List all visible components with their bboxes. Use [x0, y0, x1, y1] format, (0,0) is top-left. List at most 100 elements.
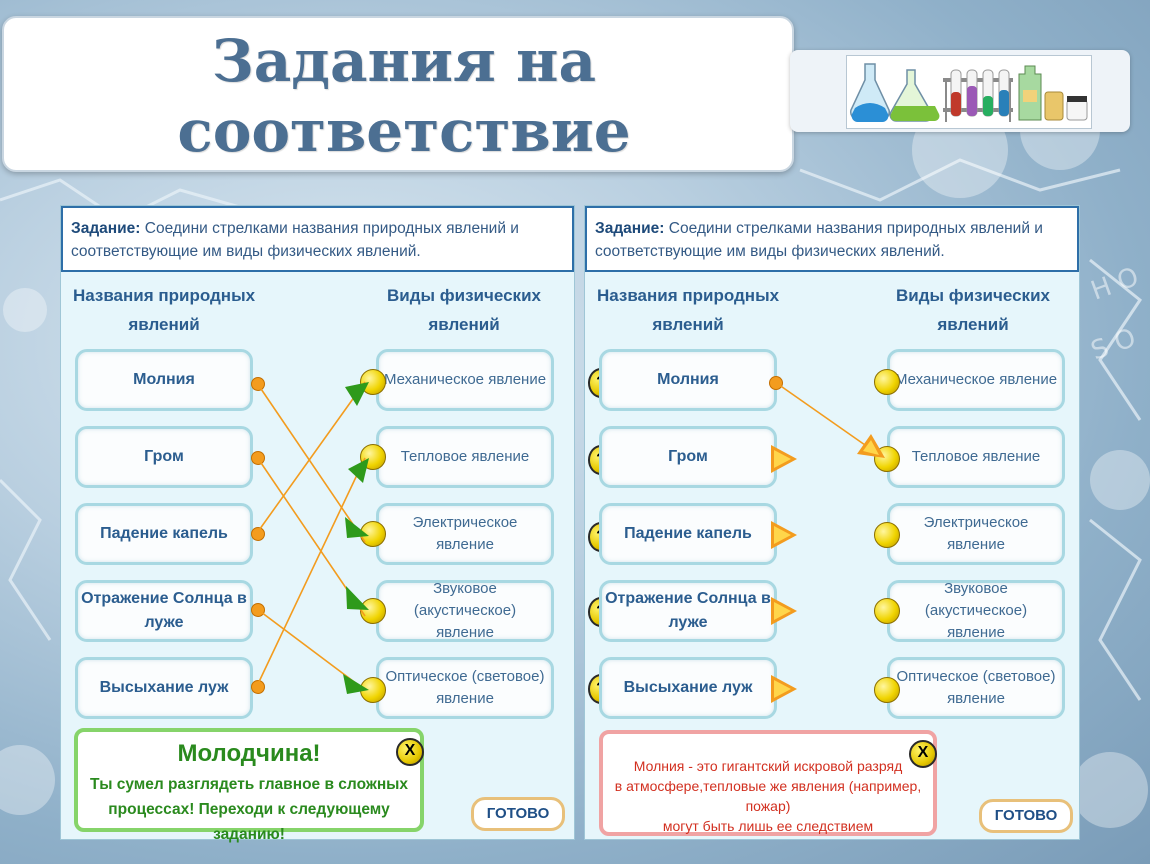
column-header-types: Виды физических явлений [364, 281, 564, 339]
svg-text:H O: H O [1087, 262, 1143, 307]
arrowhead-green [345, 382, 369, 406]
item-lightning[interactable]: Молния [599, 349, 777, 411]
target-ball[interactable] [360, 598, 386, 624]
type-label: Механическое явление [894, 371, 1058, 388]
connection-line [256, 381, 366, 534]
type-label: Звуковое (акустическое) явление [413, 580, 517, 641]
target-ball[interactable] [874, 677, 900, 703]
column-header-names-line2: явлений [128, 315, 200, 334]
connector-dot[interactable] [251, 527, 265, 541]
target-ball[interactable] [874, 446, 900, 472]
close-button[interactable]: X [396, 738, 424, 766]
column-header-types-line2: явлений [937, 315, 1009, 334]
type-label: Тепловое явление [400, 448, 530, 465]
type-electrical[interactable]: Электрическое явление [376, 503, 554, 565]
done-button[interactable]: ГОТОВО [471, 797, 565, 831]
page-title-line2: соответствие [177, 97, 631, 165]
type-mechanical[interactable]: Механическое явление [376, 349, 554, 411]
type-label: Электрическое явление [412, 514, 518, 553]
feedback-message-line1: Молния - это гигантский искровой разряд [633, 758, 903, 774]
arrowhead-green [345, 517, 369, 538]
feedback-message: Молния - это гигантский искровой разряд … [603, 734, 933, 836]
item-falling-drops[interactable]: Падение капель [75, 503, 253, 565]
lab-glassware-icon [849, 63, 1088, 123]
task-text: Соедини стрелками названия природных явл… [71, 220, 519, 260]
column-header-names-line1: Названия природных [596, 286, 780, 305]
item-label: Высыхание луж [623, 679, 753, 696]
page-title: Задания на соответствие [144, 26, 664, 166]
column-header-types: Виды физических явлений [873, 281, 1073, 339]
column-header-names-line2: явлений [652, 315, 724, 334]
arrowhead-orange-inner [863, 440, 879, 455]
type-label: Оптическое (световое) явление [385, 668, 545, 707]
connector-dot[interactable] [251, 680, 265, 694]
type-thermal[interactable]: Тепловое явление [887, 426, 1065, 488]
target-ball[interactable] [874, 598, 900, 624]
item-drying-puddles[interactable]: Высыхание луж [75, 657, 253, 719]
type-mechanical[interactable]: Механическое явление [887, 349, 1065, 411]
type-label: Оптическое (световое) явление [896, 668, 1056, 707]
type-electrical[interactable]: Электрическое явление [887, 503, 1065, 565]
right-exercise-panel: Задание: Соедини стрелками названия прир… [584, 205, 1080, 840]
connection-line [256, 382, 366, 543]
type-label: Тепловое явление [911, 448, 1041, 465]
svg-text:S O: S O [1087, 323, 1140, 367]
item-label: Высыхание луж [99, 679, 229, 696]
item-drying-puddles[interactable]: Высыхание луж [599, 657, 777, 719]
drag-arrow-icon[interactable] [771, 521, 797, 549]
left-exercise-panel: Задание: Соедини стрелками названия прир… [60, 205, 575, 843]
done-button[interactable]: ГОТОВО [979, 799, 1073, 833]
type-optical[interactable]: Оптическое (световое) явление [376, 657, 554, 719]
feedback-message-line2: в атмосфере,тепловые же явления (наприме… [614, 778, 922, 814]
drag-arrow-icon[interactable] [771, 675, 797, 703]
lab-glassware-image [846, 55, 1092, 129]
item-falling-drops[interactable]: Падение капель [599, 503, 777, 565]
arrowhead-green [348, 458, 369, 483]
column-header-names: Названия природных явлений [64, 281, 264, 339]
item-label: Отражение Солнца в луже [605, 590, 771, 631]
feedback-message-line3: могут быть лишь ее следствием [662, 818, 874, 834]
item-sun-reflection[interactable]: Отражение Солнца в луже [599, 580, 777, 642]
type-sound[interactable]: Звуковое (акустическое) явление [887, 580, 1065, 642]
item-label: Падение капель [624, 525, 752, 542]
type-thermal[interactable]: Тепловое явление [376, 426, 554, 488]
column-header-names-line1: Названия природных [72, 286, 256, 305]
feedback-message-line2: процессах! Переходи к следующему заданию… [108, 801, 390, 843]
connection-line [256, 457, 366, 687]
item-label: Молния [657, 371, 719, 388]
column-header-names: Названия природных явлений [588, 281, 788, 339]
feedback-success: Молодчина! Ты сумел разглядеть главное в… [74, 728, 424, 843]
task-text: Соедини стрелками названия природных явл… [595, 220, 1043, 260]
arrowhead-green [343, 674, 369, 694]
drag-arrow-icon[interactable] [771, 445, 797, 473]
drag-arrow-icon[interactable] [771, 597, 797, 625]
close-button[interactable]: X [909, 740, 937, 768]
type-optical[interactable]: Оптическое (световое) явление [887, 657, 1065, 719]
item-label: Молния [133, 371, 195, 388]
item-label: Отражение Солнца в луже [81, 590, 247, 631]
item-thunder[interactable]: Гром [75, 426, 253, 488]
item-label: Гром [668, 448, 708, 465]
feedback-title: Молодчина! [177, 740, 321, 767]
type-label: Электрическое явление [923, 514, 1029, 553]
target-ball[interactable] [360, 444, 386, 470]
target-ball[interactable] [874, 369, 900, 395]
type-label: Механическое явление [383, 371, 547, 388]
target-ball[interactable] [874, 522, 900, 548]
task-instructions: Задание: Соедини стрелками названия прир… [61, 206, 574, 272]
type-label: Звуковое (акустическое) явление [924, 580, 1028, 641]
item-lightning[interactable]: Молния [75, 349, 253, 411]
page-title-line1: Задания на [211, 27, 597, 95]
connection-line [774, 381, 876, 453]
connection-lines [256, 381, 369, 694]
item-label: Падение капель [100, 525, 228, 542]
arrowhead-green [346, 586, 369, 610]
column-header-types-line1: Виды физических [387, 286, 541, 305]
feedback-message: Ты сумел разглядеть главное в сложных пр… [78, 772, 420, 847]
title-box: Задания на соответствие [2, 16, 794, 172]
column-header-types-line1: Виды физических [896, 286, 1050, 305]
task-instructions: Задание: Соедини стрелками названия прир… [585, 206, 1079, 272]
item-thunder[interactable]: Гром [599, 426, 777, 488]
feedback-error: Молния - это гигантский искровой разряд … [599, 730, 937, 836]
connection-lines [774, 381, 885, 458]
